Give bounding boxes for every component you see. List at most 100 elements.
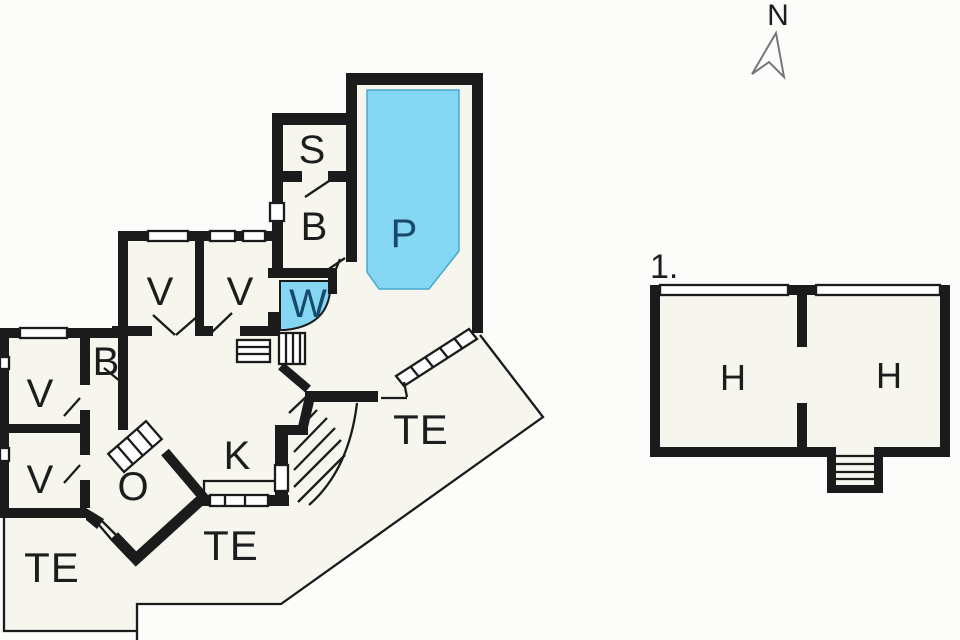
wall-segment [797,403,807,447]
wall-segment [788,285,816,295]
wall-corner-cap [86,508,104,529]
fan-steps-edge [308,402,359,506]
staircase-diagonal [106,419,164,474]
wall-segment [200,326,213,336]
wall-segment [272,171,302,182]
room-label-b-lower: B [93,340,120,384]
wall-segment [874,447,950,457]
wall-segment [278,362,311,393]
room-label-k: K [224,434,251,478]
wall-segment [80,338,90,385]
fan-step [297,454,346,503]
wall-segment [118,231,128,336]
room-label-v-top-left: V [147,270,174,314]
wall-segment [827,447,836,493]
fan-step [293,409,318,435]
wall-segment [0,328,20,338]
wall-segment [67,328,128,338]
wall-segment [161,448,208,502]
staircase [235,338,272,364]
annex-number-label: 1. [650,248,678,286]
door-swing [103,367,127,387]
window [208,493,270,508]
window-divider [439,347,449,359]
wall-segment [797,295,807,347]
door-swing [304,180,330,198]
room-label-wc: W [289,282,327,326]
room-label-te-right: TE [393,406,449,453]
door-swing [63,464,81,484]
door-swing [402,381,409,398]
door-swing [288,395,308,414]
window [208,229,237,243]
window [18,326,69,340]
wall-segment [0,328,9,357]
wall-segment [268,312,280,336]
wall-segment [240,326,268,336]
room-label-v-left-upper: V [27,372,54,416]
terrace-outline [2,334,545,640]
wall-segment [472,73,483,333]
door-swing [101,520,118,537]
window [814,283,942,297]
window [658,283,790,297]
fan-step [293,439,342,488]
door-swing [208,312,233,336]
door-swing [175,314,200,336]
window [0,355,11,371]
room-label-b-upper: B [301,205,328,249]
room-label-v-top-right: V [227,270,254,314]
wall-segment [265,231,283,241]
wall-segment [272,113,283,203]
wall-segment [346,73,483,85]
wall-segment [235,231,243,241]
compass-label: N [767,0,789,32]
wall-segment [80,480,90,508]
wall-segment [0,461,9,518]
thin-detail [0,180,942,640]
wall-segment [650,285,660,457]
fan-step [293,417,328,453]
north-arrow-icon [751,30,786,80]
wall-segment [275,425,308,435]
door-swing [152,314,176,336]
wall-segment [9,424,88,433]
kitchen-counter [202,479,275,495]
window-divider [410,366,420,378]
room-label-pool: P [391,212,418,256]
wall-segment [272,221,283,270]
room-label-h-right: H [876,355,902,396]
wall-segment [0,369,9,448]
room-label-te-middle: TE [203,522,259,569]
wall-segment [110,493,207,567]
wall-segment [328,268,337,294]
wall-segment [0,508,86,518]
annex-stair-floor [836,447,874,491]
window-divider [453,337,463,349]
door-swing [332,258,342,275]
room-label-s: S [299,128,326,172]
wall-segment [112,326,152,336]
room-labels: S B P W V V B V V O K TE TE TE H H N 1. [24,0,902,591]
wall-segment [940,285,950,457]
door-swing [63,397,81,417]
wall-segment [198,495,210,506]
wall-segment [272,113,353,125]
wall-segment [305,391,378,402]
pool-water [366,89,460,290]
room-label-te-left: TE [24,544,80,591]
fan-step [293,427,336,471]
wall-segment [827,485,883,493]
wall-segment [328,171,353,182]
window [0,446,11,463]
wall-segment [188,231,210,241]
door-swing [98,524,112,540]
room-label-h-left: H [720,357,746,398]
wall-segment [650,447,836,457]
wall-segment [874,447,883,493]
wall-segment [118,231,148,241]
window-divider [424,356,434,368]
window [268,201,286,223]
